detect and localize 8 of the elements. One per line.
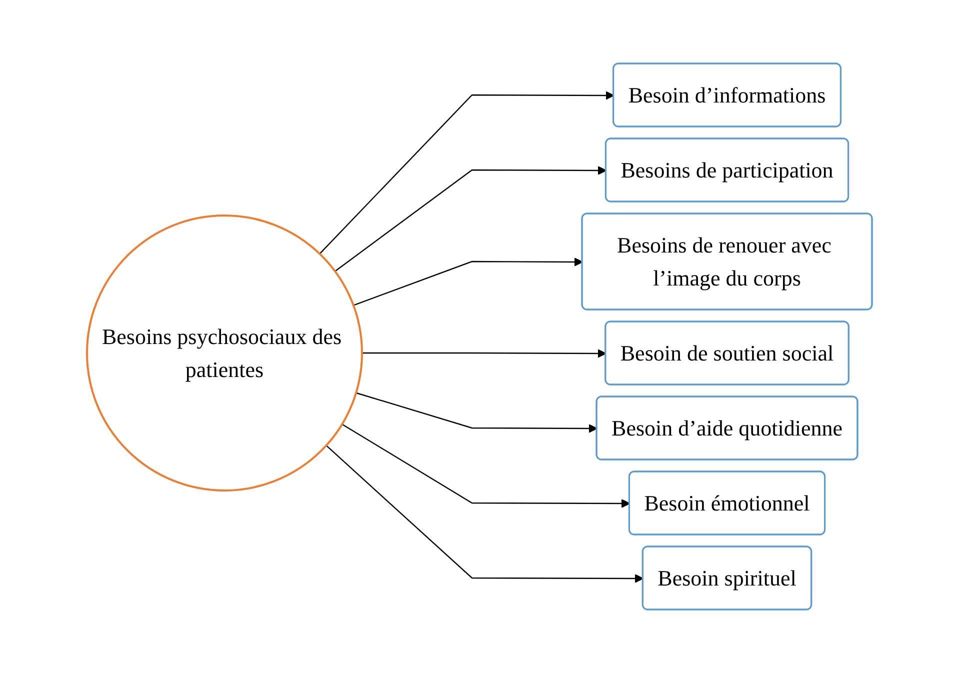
arrow — [341, 424, 630, 508]
arrow — [352, 258, 582, 306]
arrow — [318, 91, 614, 254]
node-circle: Besoins psychosociaux des patientes — [86, 214, 362, 492]
arrow — [355, 392, 597, 433]
arrow — [325, 445, 644, 583]
arrow — [362, 349, 606, 358]
arrow — [334, 166, 606, 272]
